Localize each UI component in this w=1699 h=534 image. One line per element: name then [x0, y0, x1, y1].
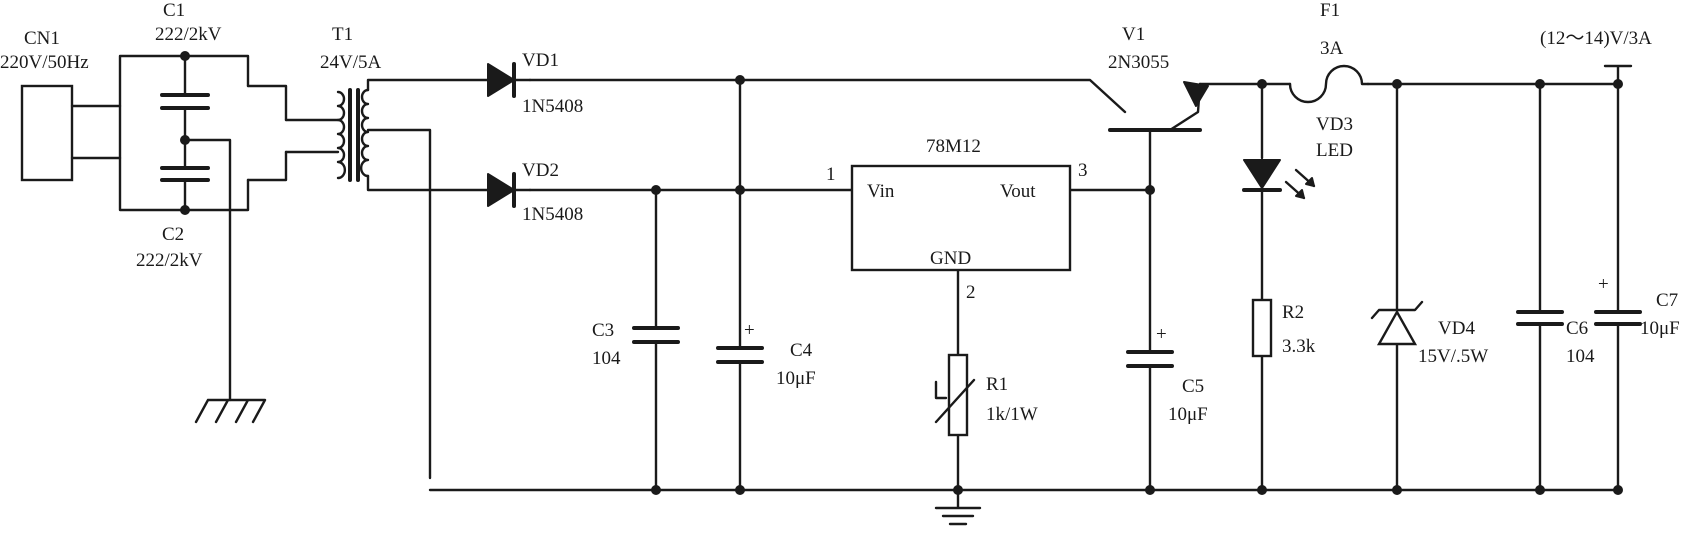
- c5-label: C5: [1182, 376, 1204, 397]
- ic-pin-vout-label: Vout: [1000, 181, 1036, 202]
- c2-value: 222/2kV: [136, 250, 203, 271]
- c7-plus-sign: +: [1598, 274, 1609, 295]
- ic-78m12-regulator: [850, 164, 1072, 272]
- c5-plus-sign: +: [1156, 324, 1167, 345]
- cn1-rating: 220V/50Hz: [0, 52, 89, 73]
- cn1-connector: [20, 84, 122, 182]
- vd2-part: 1N5408: [522, 204, 583, 225]
- r2-resistor: [1251, 298, 1273, 358]
- vd1-part: 1N5408: [522, 96, 583, 117]
- ic-78m12-label: 78M12: [926, 136, 981, 157]
- t1-transformer: [284, 78, 492, 480]
- chassis-ground-symbol: [194, 398, 267, 424]
- vd2-label: VD2: [522, 160, 559, 181]
- c7-capacitor: [1594, 310, 1642, 326]
- t1-rating: 24V/5A: [320, 52, 382, 73]
- r1-value: 1k/1W: [986, 404, 1038, 425]
- f1-fuse: [1288, 64, 1370, 104]
- v1-part: 2N3055: [1108, 52, 1169, 73]
- vd1-diode: [487, 62, 532, 98]
- ic-pin-vin-label: Vin: [867, 181, 895, 202]
- r1-adjustable-resistor: [934, 353, 976, 437]
- c5-capacitor: [1126, 350, 1174, 368]
- vd3-type: LED: [1316, 140, 1353, 161]
- c4-capacitor: [716, 346, 764, 364]
- c2-capacitor: [160, 166, 210, 182]
- c5-value: 10μF: [1168, 404, 1208, 425]
- r1-label: R1: [986, 374, 1008, 395]
- c3-value: 104: [592, 348, 621, 369]
- ic-pin3-number: 3: [1078, 160, 1088, 181]
- c1-capacitor: [160, 93, 210, 110]
- junction-dots: [651, 75, 1623, 495]
- r2-value: 3.3k: [1282, 336, 1316, 357]
- vd3-led: [1242, 159, 1316, 200]
- ic-pin1-number: 1: [826, 164, 836, 185]
- vd4-label: VD4: [1438, 318, 1475, 339]
- c4-label: C4: [790, 340, 813, 361]
- c2-label: C2: [162, 224, 184, 245]
- vd1-label: VD1: [522, 50, 559, 71]
- ic-pin-gnd-label: GND: [930, 248, 971, 269]
- v1-label: V1: [1122, 24, 1145, 45]
- cn1-label: CN1: [24, 28, 60, 49]
- f1-label: F1: [1320, 0, 1340, 21]
- wiring: [428, 64, 1633, 526]
- c6-label: C6: [1566, 318, 1588, 339]
- vd4-zener-diode: [1370, 300, 1424, 346]
- vd4-rating: 15V/.5W: [1418, 346, 1488, 367]
- v1-transistor: [1108, 81, 1209, 132]
- t1-label: T1: [332, 24, 353, 45]
- r2-label: R2: [1282, 302, 1304, 323]
- c3-label: C3: [592, 320, 614, 341]
- vd2-diode: [487, 172, 532, 208]
- c3-capacitor: [632, 326, 680, 344]
- ic-pin2-number: 2: [966, 282, 976, 303]
- output-rating-label: (12～14)V/3A: [1540, 28, 1652, 49]
- c4-value: 10μF: [776, 368, 816, 389]
- c7-label: C7: [1656, 290, 1678, 311]
- c6-value: 104: [1566, 346, 1595, 367]
- c1-label: C1: [163, 0, 185, 21]
- f1-rating: 3A: [1320, 38, 1344, 59]
- c4-plus-sign: +: [744, 320, 755, 341]
- c6-capacitor: [1516, 310, 1564, 326]
- vd3-label: VD3: [1316, 114, 1353, 135]
- c1-value: 222/2kV: [155, 24, 222, 45]
- input-filter-network: [118, 51, 288, 402]
- c7-value: 10μF: [1640, 318, 1680, 339]
